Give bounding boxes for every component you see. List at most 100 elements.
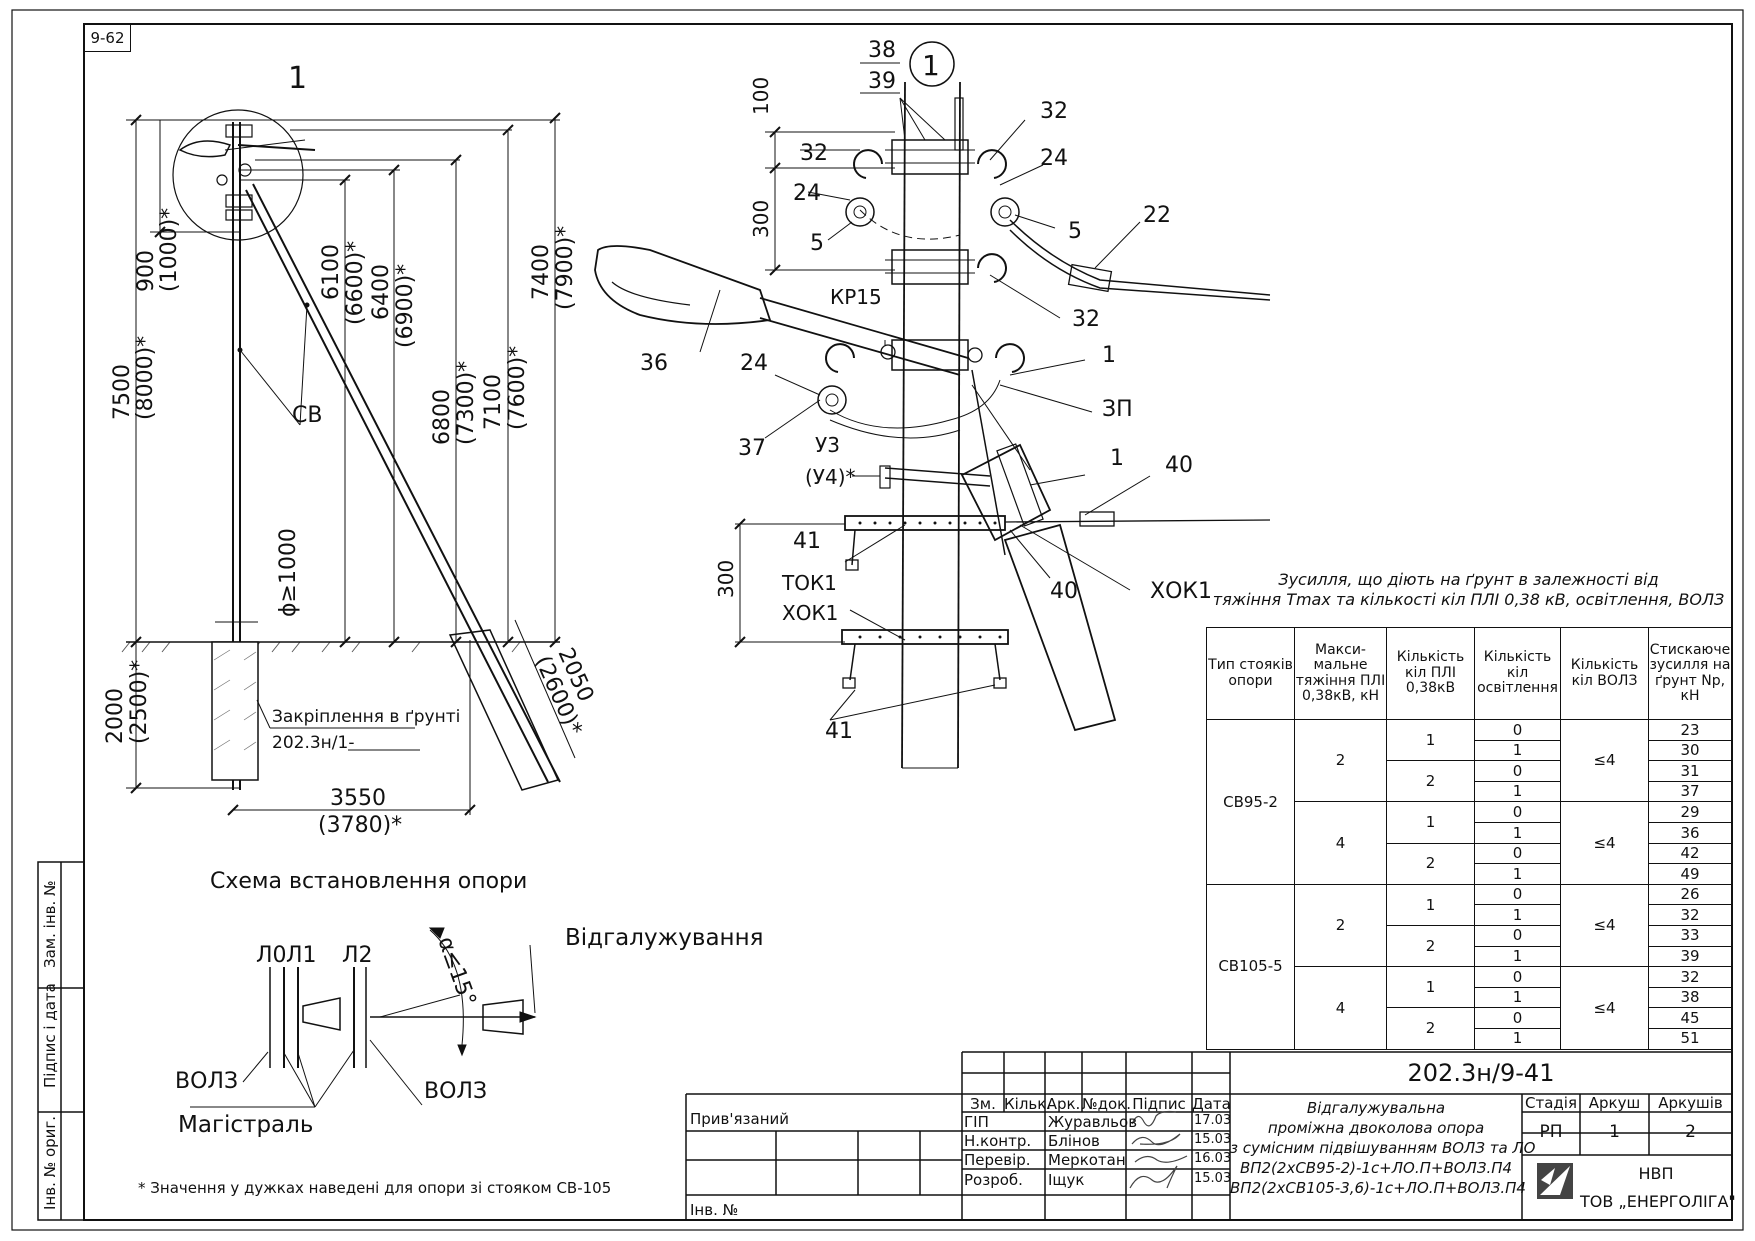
label-5-a: 5 bbox=[810, 231, 824, 256]
cell-light-count: 0 bbox=[1474, 1007, 1561, 1029]
cell-pli-count: 1 bbox=[1386, 883, 1475, 926]
label-37: 37 bbox=[738, 436, 766, 461]
dim-7500-alt: (8000)* bbox=[133, 336, 158, 420]
label-32-c: 32 bbox=[1072, 307, 1100, 332]
cell-force: 37 bbox=[1648, 780, 1732, 803]
dim-7400: 7400 bbox=[529, 244, 554, 300]
role-checked: Перевір. bbox=[964, 1151, 1031, 1169]
title-block-frame bbox=[685, 1051, 1732, 1220]
cell-light-count: 0 bbox=[1474, 883, 1561, 906]
label-32-b: 32 bbox=[1040, 99, 1068, 124]
cell-pli-count: 1 bbox=[1386, 801, 1475, 844]
label-39: 39 bbox=[868, 69, 896, 94]
header-vols-count: Кількість кіл ВОЛЗ bbox=[1560, 627, 1649, 720]
date-checked: 16.03 bbox=[1194, 1151, 1232, 1166]
cell-pli-count: 2 bbox=[1386, 760, 1475, 803]
cell-light-count: 1 bbox=[1474, 863, 1561, 885]
role-developer: Розроб. bbox=[964, 1171, 1023, 1189]
cell-force: 30 bbox=[1648, 739, 1732, 762]
role-gip: ГІП bbox=[964, 1113, 989, 1131]
pole-elevation bbox=[121, 109, 576, 816]
description-line-1: Відгалужувальна bbox=[1306, 1099, 1446, 1117]
cell-force: 32 bbox=[1648, 966, 1732, 988]
cell-vols-count: ≤4 bbox=[1560, 718, 1649, 803]
install-scheme-title: Схема встановлення опори bbox=[210, 869, 527, 894]
cell-light-count: 1 bbox=[1474, 1027, 1561, 1050]
load-table-caption: Зусилля, що діють на ґрунт в залежності … bbox=[1206, 570, 1731, 610]
cell-light-count: 0 bbox=[1474, 801, 1561, 823]
dim-100: 100 bbox=[749, 77, 773, 115]
description-block: Відгалужувальна проміжна двоколова опора… bbox=[1230, 1098, 1536, 1198]
cell-force: 51 bbox=[1648, 1027, 1732, 1050]
dim-2000-alt: (2500)* bbox=[127, 660, 152, 744]
col-header-date: Дата bbox=[1192, 1095, 1231, 1113]
sheets-header: Аркушів bbox=[1658, 1094, 1723, 1112]
company-logo-icon bbox=[1537, 1163, 1573, 1199]
label-41-b: 41 bbox=[825, 719, 853, 744]
pole-label: СВ bbox=[292, 403, 322, 428]
label-xok1-b: ХОК1 bbox=[1150, 579, 1212, 604]
label-xok1-a: ХОК1 bbox=[782, 601, 838, 625]
dim-6800-alt: (7300)* bbox=[454, 361, 479, 445]
label-tok1: ТОК1 bbox=[781, 571, 837, 595]
scheme-main-line: Магістраль bbox=[178, 1112, 313, 1138]
company-line-1: НВП bbox=[1638, 1164, 1674, 1183]
label-kp15: КР15 bbox=[830, 285, 882, 309]
cell-light-count: 1 bbox=[1474, 821, 1561, 844]
label-24-c: 24 bbox=[740, 351, 768, 376]
document-code: 202.3н/9-41 bbox=[1407, 1059, 1555, 1087]
side-stamp bbox=[37, 861, 85, 1221]
header-type: Тип стояків опори bbox=[1206, 627, 1295, 720]
load-table: Тип стояків опори Макси-мальне тяжіння П… bbox=[1206, 627, 1732, 1050]
col-header-sign: Підпис bbox=[1132, 1095, 1186, 1113]
name-ncontrol: Блінов bbox=[1048, 1132, 1100, 1150]
side-stamp-sign-date: Підпис і дата bbox=[41, 983, 59, 1088]
header-pli-count: Кількість кіл ПЛІ 0,38кВ bbox=[1386, 627, 1475, 720]
side-stamp-replace-inv: Зам. інв. № bbox=[41, 880, 59, 968]
col-header-doc: №док. bbox=[1082, 1095, 1131, 1113]
cell-tension: 2 bbox=[1294, 883, 1387, 968]
col-header-qty: Кільк. bbox=[1004, 1095, 1052, 1113]
dim-7100-alt: (7600)* bbox=[505, 346, 530, 430]
cell-force: 36 bbox=[1648, 821, 1732, 844]
date-ncontrol: 15.03 bbox=[1194, 1132, 1232, 1147]
dim-7100: 7100 bbox=[481, 374, 506, 430]
description-line-5: ВП2(2хСВ105-3,6)-1с+ЛО.П+ВОЛЗ.П4 bbox=[1230, 1179, 1526, 1197]
cell-light-count: 0 bbox=[1474, 924, 1561, 947]
detail-callout: 1 bbox=[922, 49, 940, 82]
cell-vols-count: ≤4 bbox=[1560, 966, 1649, 1050]
scheme-vols-right: ВОЛЗ bbox=[424, 1079, 487, 1104]
cell-light-count: 0 bbox=[1474, 719, 1561, 741]
cell-pole-type: СВ95-2 bbox=[1206, 719, 1295, 885]
cell-pole-type: СВ105-5 bbox=[1206, 883, 1295, 1050]
dim-6800: 6800 bbox=[430, 389, 455, 445]
dim-7500: 7500 bbox=[110, 364, 135, 420]
date-developer: 15.03 bbox=[1194, 1171, 1232, 1186]
header-light-count: Кількість кіл освітлення bbox=[1474, 627, 1561, 720]
sheet-value: 1 bbox=[1609, 1122, 1620, 1142]
description-line-3: з сумісним підвішуванням ВОЛЗ та ЛО bbox=[1230, 1139, 1536, 1157]
cell-force: 26 bbox=[1648, 883, 1732, 906]
left-callout: 1 bbox=[288, 61, 307, 96]
cell-vols-count: ≤4 bbox=[1560, 883, 1649, 968]
cell-pli-count: 2 bbox=[1386, 842, 1475, 885]
caption-line-2: тяжіння Tmax та кількості кіл ПЛІ 0,38 к… bbox=[1212, 590, 1725, 609]
cell-tension: 4 bbox=[1294, 966, 1387, 1050]
dim-6400: 6400 bbox=[369, 264, 394, 320]
label-y3: У3 bbox=[815, 433, 840, 457]
name-gip: Журавльов bbox=[1048, 1113, 1138, 1131]
cell-force: 23 bbox=[1648, 719, 1732, 741]
dim-300-a: 300 bbox=[749, 200, 773, 238]
cell-light-count: 1 bbox=[1474, 904, 1561, 926]
label-32-a: 32 bbox=[800, 141, 828, 166]
description-line-2: проміжна двоколова опора bbox=[1267, 1119, 1485, 1137]
